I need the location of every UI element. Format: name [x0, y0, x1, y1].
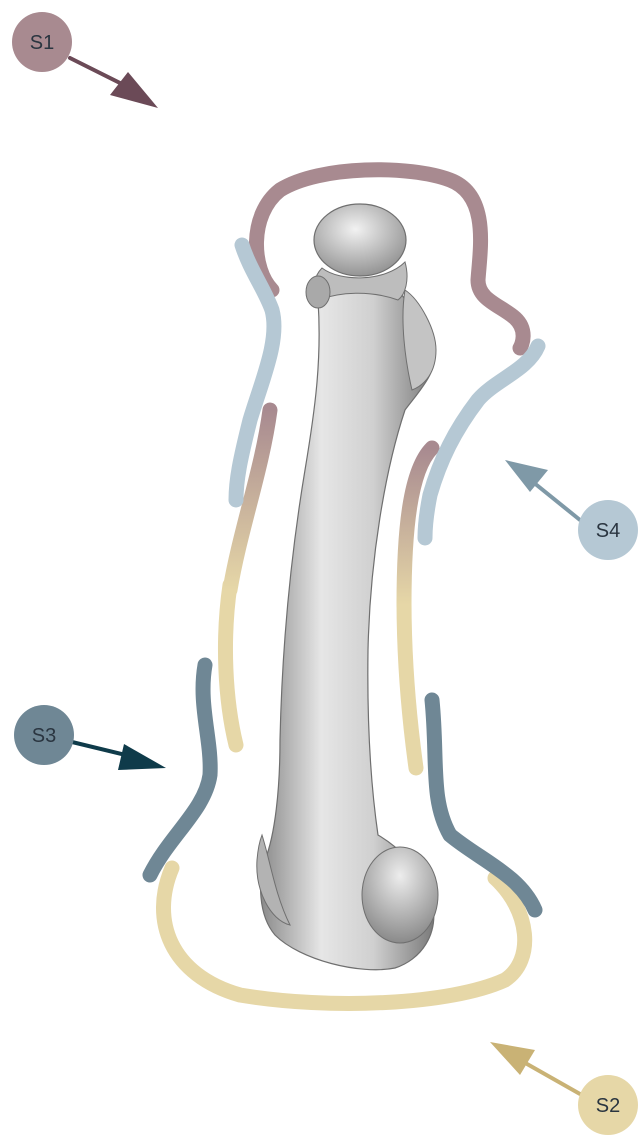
femur-condyle — [362, 847, 438, 943]
badge-s2-label: S2 — [596, 1095, 620, 1117]
badge-s3-label: S3 — [32, 725, 56, 747]
outline-s3-right — [432, 700, 535, 910]
badge-s4-label: S4 — [596, 520, 620, 542]
outline-s4-right — [425, 346, 538, 538]
outline-s2-left — [225, 585, 236, 745]
lesser-trochanter — [306, 276, 330, 308]
badge-s2: S2 — [578, 1075, 638, 1135]
badge-s3: S3 — [14, 705, 74, 765]
femur-head — [314, 204, 406, 276]
outline-s2-right — [404, 600, 416, 768]
badge-s1-label: S1 — [30, 32, 54, 54]
arrow-s2-shaft — [520, 1060, 580, 1094]
arrow-s3-head — [118, 744, 166, 770]
arrow-s3-shaft — [72, 742, 130, 756]
arrow-s2-head — [490, 1042, 535, 1075]
badge-s1: S1 — [12, 12, 72, 72]
badge-s4: S4 — [578, 500, 638, 560]
arrow-s1-head — [110, 72, 158, 108]
outline-s3-left — [150, 665, 210, 875]
